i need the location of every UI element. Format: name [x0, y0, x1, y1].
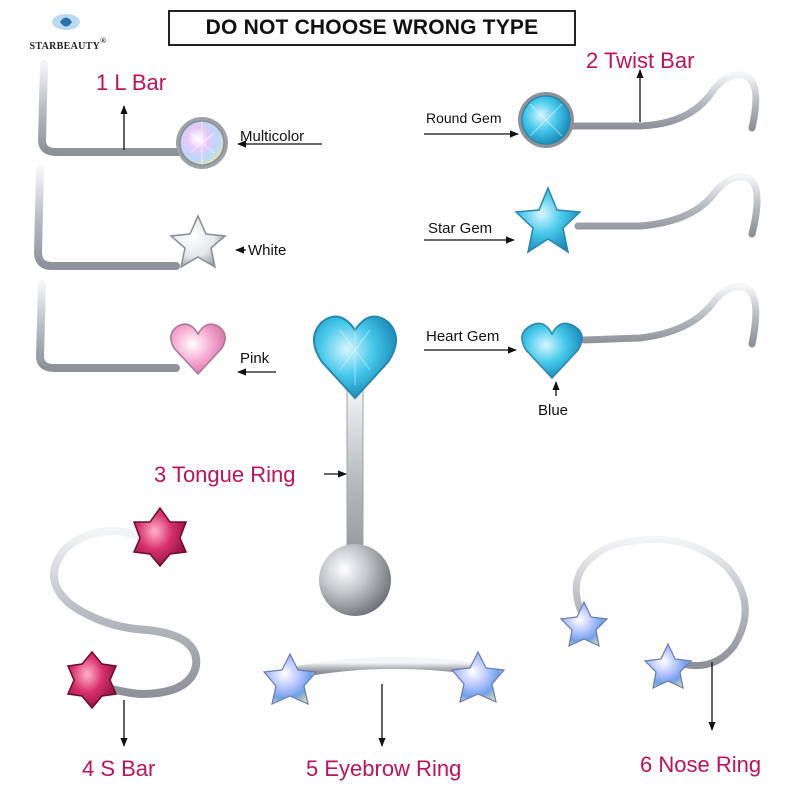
title-twist-bar: 2 Twist Bar	[586, 48, 695, 73]
label-heart-gem: Heart Gem	[426, 328, 500, 345]
brand-name: STARBEAUTY	[29, 41, 101, 52]
warning-banner: DO NOT CHOOSE WRONG TYPE	[168, 10, 576, 46]
registered-mark: ®	[100, 36, 107, 45]
twist-bar-round	[518, 71, 760, 148]
label-star-gem: Star Gem	[428, 220, 493, 237]
l-bar-white	[33, 166, 227, 270]
label-pink: Pink	[240, 350, 270, 367]
twist-bar-heart	[521, 283, 760, 380]
title-eyebrow-ring: 5 Eyebrow Ring	[306, 756, 462, 781]
eyebrow-ring	[262, 650, 506, 706]
label-blue: Blue	[538, 402, 569, 419]
l-bar-pink	[35, 280, 226, 376]
title-nose-ring: 6 Nose Ring	[640, 752, 762, 777]
nose-ring	[559, 535, 749, 690]
label-round-gem: Round Gem	[426, 110, 502, 126]
tongue-ring	[313, 315, 397, 616]
s-bar	[49, 506, 201, 710]
logo-mark	[52, 14, 80, 30]
label-multicolor: Multicolor	[240, 128, 305, 145]
brand-logo: STARBEAUTY®	[8, 36, 128, 54]
title-l-bar: 1 L Bar	[96, 70, 167, 95]
pointer-arrows	[120, 69, 716, 747]
title-tongue-ring: 3 Tongue Ring	[154, 462, 296, 487]
twist-bar-star	[514, 173, 761, 254]
label-white: White	[248, 242, 287, 259]
title-s-bar: 4 S Bar	[82, 756, 156, 781]
l-bar-multicolor	[37, 60, 228, 169]
